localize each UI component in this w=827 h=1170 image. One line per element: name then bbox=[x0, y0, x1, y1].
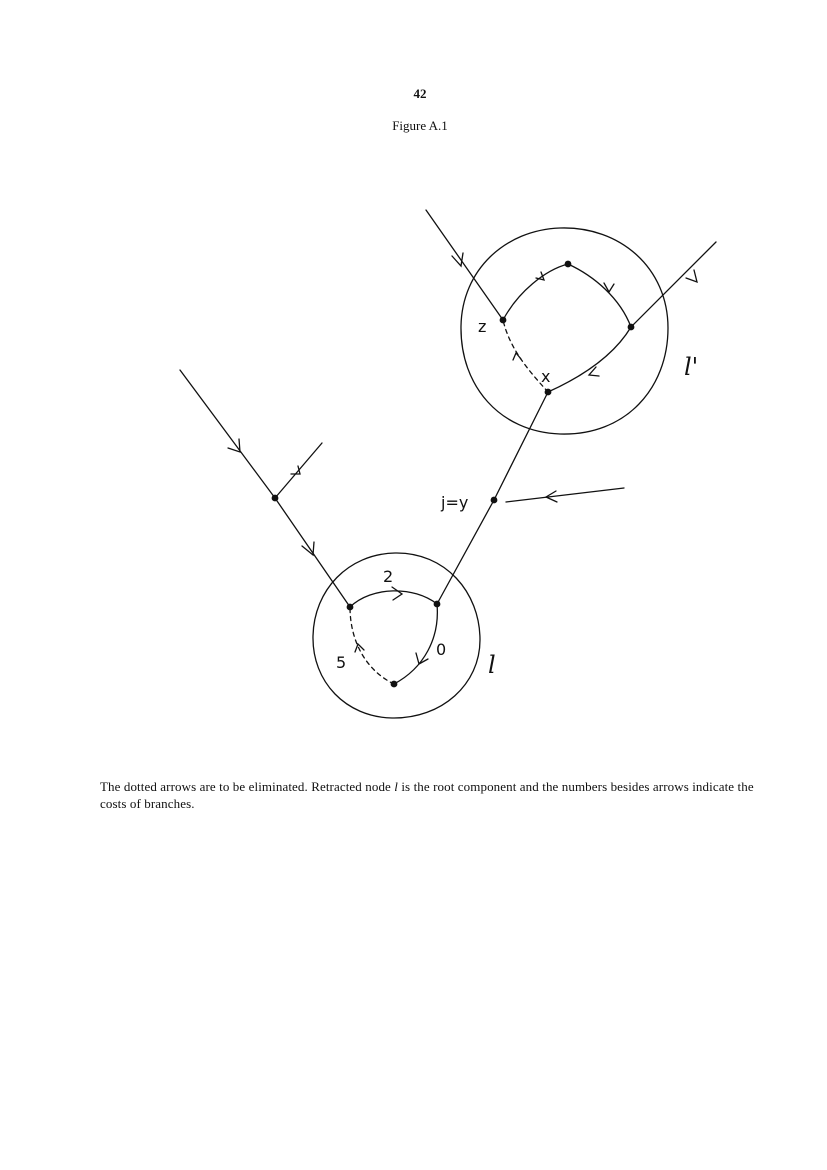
edge-top-right bbox=[567, 263, 632, 328]
arrowhead-in-left-long bbox=[227, 438, 241, 453]
figure-caption: The dotted arrows are to be eliminated. … bbox=[100, 778, 760, 812]
page-number: 42 bbox=[413, 86, 427, 101]
arrowhead-in-z bbox=[451, 252, 464, 268]
node-l-bottom bbox=[390, 680, 398, 688]
arrowhead-z-top bbox=[535, 271, 546, 281]
arrowhead-x-z bbox=[512, 351, 522, 361]
caption-part2: is the root component and the numbers be… bbox=[100, 779, 754, 811]
node-right bbox=[627, 323, 635, 331]
arrowhead-left-to-l bbox=[301, 541, 315, 557]
label-l: l bbox=[488, 651, 496, 679]
edge-in-left-long bbox=[179, 369, 276, 499]
arrowhead-right-x bbox=[587, 366, 600, 377]
dashed-edge-x-z bbox=[502, 319, 549, 393]
label-cost-left: 5 bbox=[336, 653, 346, 672]
arrowhead-l-right-bottom bbox=[415, 652, 429, 665]
edge-left-to-l bbox=[274, 497, 351, 608]
node-l-right bbox=[433, 600, 441, 608]
label-x: x bbox=[541, 367, 550, 386]
node-top bbox=[564, 260, 572, 268]
label-cost-right: 0 bbox=[436, 640, 446, 659]
dashed-edge-bottom-left bbox=[349, 606, 395, 685]
arrowhead-in-jy bbox=[544, 490, 558, 503]
edge-in-z bbox=[425, 209, 504, 321]
label-l-prime: l' bbox=[684, 353, 698, 381]
caption-node-symbol: l bbox=[394, 779, 398, 794]
arrowhead-in-right bbox=[685, 269, 698, 284]
node-x bbox=[544, 388, 552, 396]
component-circle-l bbox=[312, 552, 481, 719]
edge-jy-right bbox=[436, 499, 495, 605]
edge-l-right-bottom bbox=[393, 603, 439, 685]
edge-z-top bbox=[502, 263, 569, 321]
edge-in-right bbox=[630, 241, 717, 328]
edge-x-jy bbox=[493, 391, 549, 501]
figure-title: Figure A.1 bbox=[392, 118, 448, 133]
node-l-left bbox=[346, 603, 354, 611]
label-cost-top: 2 bbox=[383, 567, 393, 586]
edge-l-top bbox=[349, 590, 438, 608]
edge-in-jy bbox=[505, 487, 625, 503]
caption-part1: The dotted arrows are to be eliminated. … bbox=[100, 779, 395, 794]
edge-right-x bbox=[547, 326, 632, 393]
arrowhead-l-top bbox=[391, 586, 404, 601]
arrowhead-top-right bbox=[603, 282, 615, 294]
label-z: z bbox=[478, 317, 486, 336]
arrowhead-in-left-short bbox=[290, 465, 301, 475]
label-jy: j=y bbox=[440, 493, 468, 512]
node-z bbox=[499, 316, 507, 324]
arrowhead-bottom-left bbox=[354, 642, 365, 653]
node-left-branch bbox=[271, 494, 279, 502]
component-circle-l-prime bbox=[460, 227, 669, 435]
node-jy bbox=[490, 496, 498, 504]
